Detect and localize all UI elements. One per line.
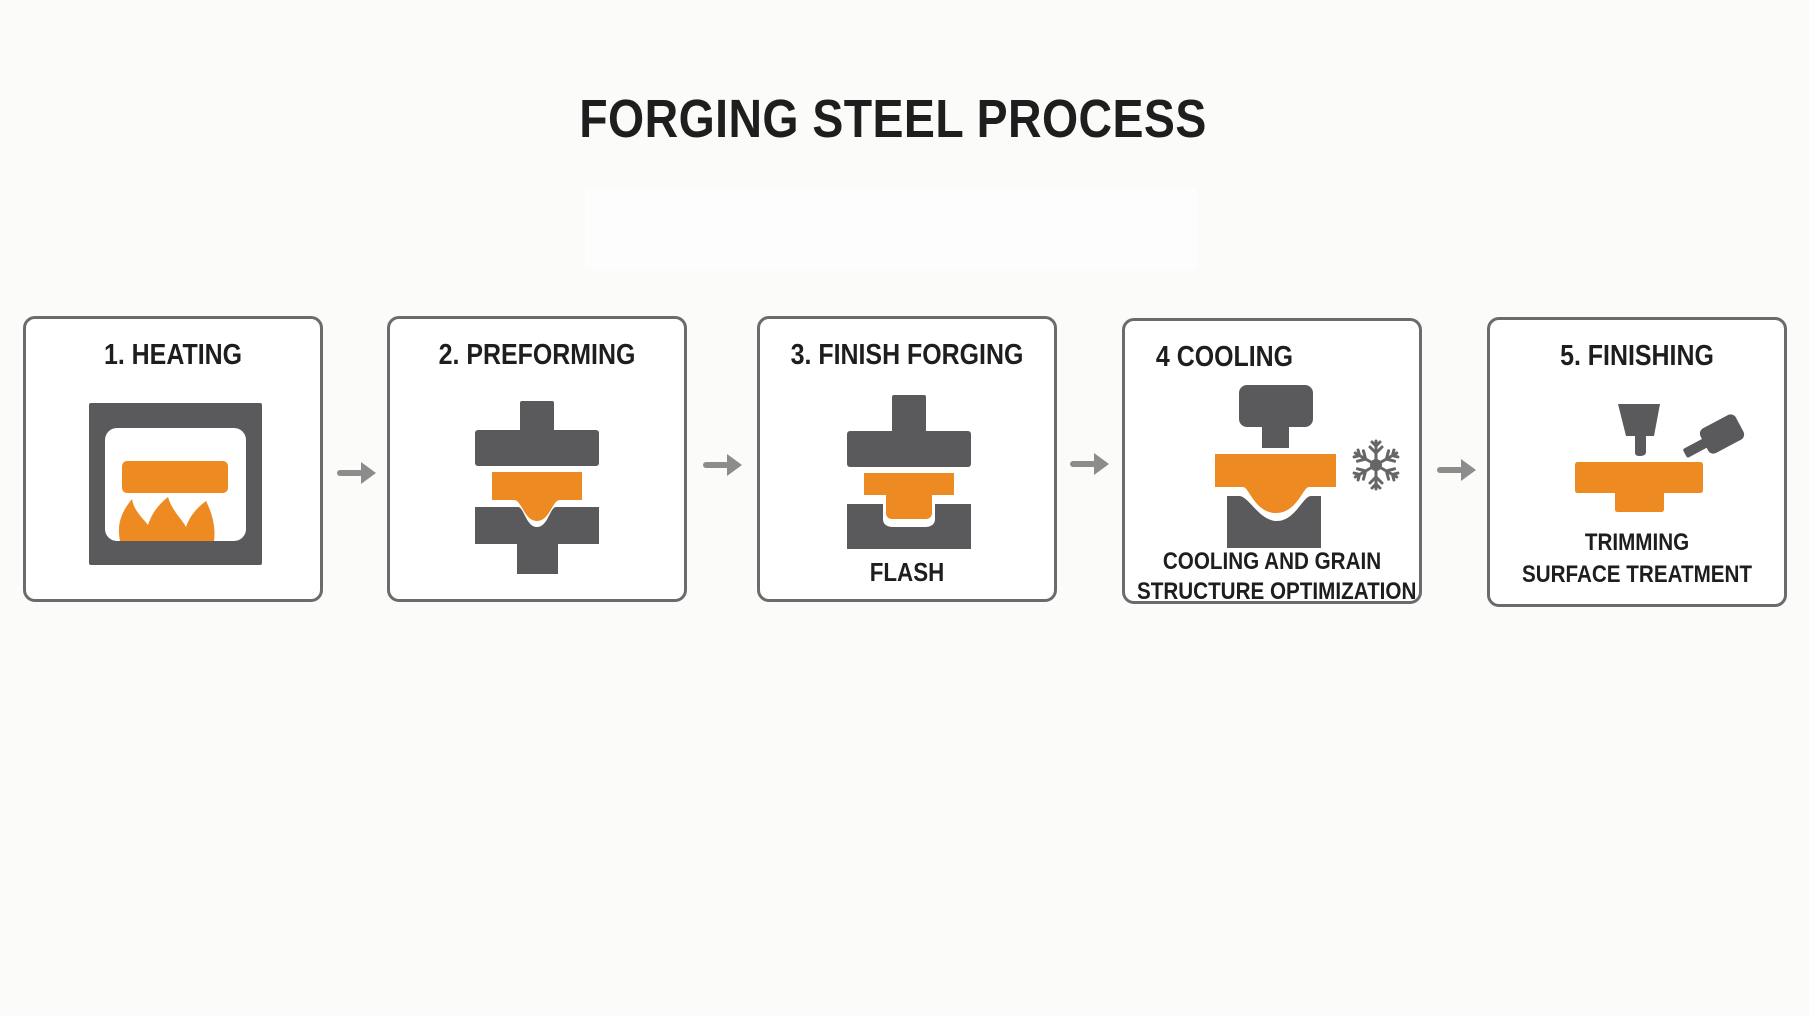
trimming-tools-icon [1575, 404, 1745, 512]
step-title: 2. PREFORMING [438, 339, 636, 371]
step-title: 3. FINISH FORGING [790, 339, 1024, 371]
step-title: 4 COOLING [1155, 341, 1294, 373]
arrow-right-icon [1070, 453, 1109, 475]
diagram-title: FORGING STEEL PROCESS [579, 89, 1207, 149]
preform-press-icon [475, 401, 599, 574]
furnace-icon [89, 403, 262, 565]
step-heating: 1. HEATING [23, 316, 323, 602]
step-title: 5. FINISHING [1560, 340, 1714, 372]
cooling-press-icon [1215, 385, 1336, 548]
finishing-description-line-1: TRIMMING [1584, 529, 1690, 556]
cooling-description-line-2: STRUCTURE OPTIMIZATION [1136, 578, 1417, 605]
blank-panel [585, 188, 1197, 270]
finish-die-icon [847, 395, 971, 549]
step-preforming: 2. PREFORMING [387, 316, 687, 602]
flash-label: FLASH [869, 557, 945, 587]
step-finishing: 5. FINISHING TRIMMING SURFACE TREATMENT [1487, 317, 1787, 607]
arrow-right-icon [1437, 459, 1476, 481]
step-finish-forging: 3. FINISH FORGING FLASH [757, 316, 1057, 602]
finishing-description-line-2: SURFACE TREATMENT [1521, 561, 1753, 588]
step-title: 1. HEATING [103, 339, 243, 371]
snowflake-icon [1350, 439, 1402, 491]
arrow-right-icon [337, 462, 376, 484]
arrow-right-icon [703, 454, 742, 476]
step-cooling: 4 COOLING COOLING AND GRAIN STRUCTURE OP… [1122, 318, 1422, 605]
cooling-description-line-1: COOLING AND GRAIN [1162, 548, 1382, 575]
